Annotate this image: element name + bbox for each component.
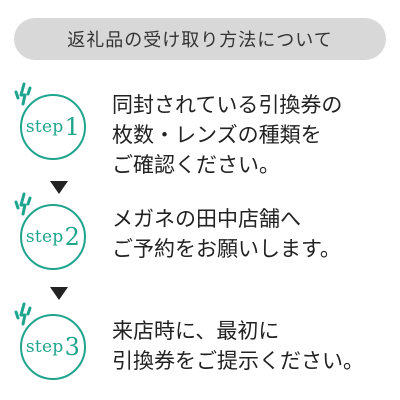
step-description: 来店時に、最初に 引換券をご提示ください。 bbox=[112, 316, 400, 376]
burst-icon bbox=[14, 82, 32, 106]
step-line: 枚数・レンズの種類を bbox=[112, 123, 322, 147]
step-number: 1 bbox=[64, 113, 81, 141]
down-arrow-icon bbox=[50, 287, 68, 300]
burst-icon bbox=[14, 192, 32, 216]
step-circle bbox=[20, 314, 86, 380]
step-description: メガネの田中店舗へ ご予約をお願いします。 bbox=[112, 204, 400, 264]
step-number: 3 bbox=[64, 333, 81, 361]
step-word: step bbox=[25, 117, 64, 137]
step-line: 引換券をご提示ください。 bbox=[112, 349, 364, 373]
header-title: 返礼品の受け取り方法について bbox=[67, 30, 333, 51]
step-word: step bbox=[25, 337, 64, 357]
step-circle bbox=[20, 94, 86, 160]
step-line: ご予約をお願いします。 bbox=[112, 237, 341, 261]
step-description: 同封されている引換券の 枚数・レンズの種類を ご確認ください。 bbox=[112, 90, 400, 180]
down-arrow-icon bbox=[50, 181, 68, 194]
header-pill: 返礼品の受け取り方法について bbox=[14, 18, 386, 60]
step-line: 同封されている引換券の bbox=[112, 93, 343, 117]
step-line: ご確認ください。 bbox=[112, 153, 280, 177]
burst-icon bbox=[14, 302, 32, 326]
step-line: メガネの田中店舗へ bbox=[112, 207, 301, 231]
step-number: 2 bbox=[64, 223, 81, 251]
step-line: 来店時に、最初に bbox=[112, 319, 280, 343]
step-word: step bbox=[25, 227, 64, 247]
step-circle bbox=[20, 204, 86, 270]
